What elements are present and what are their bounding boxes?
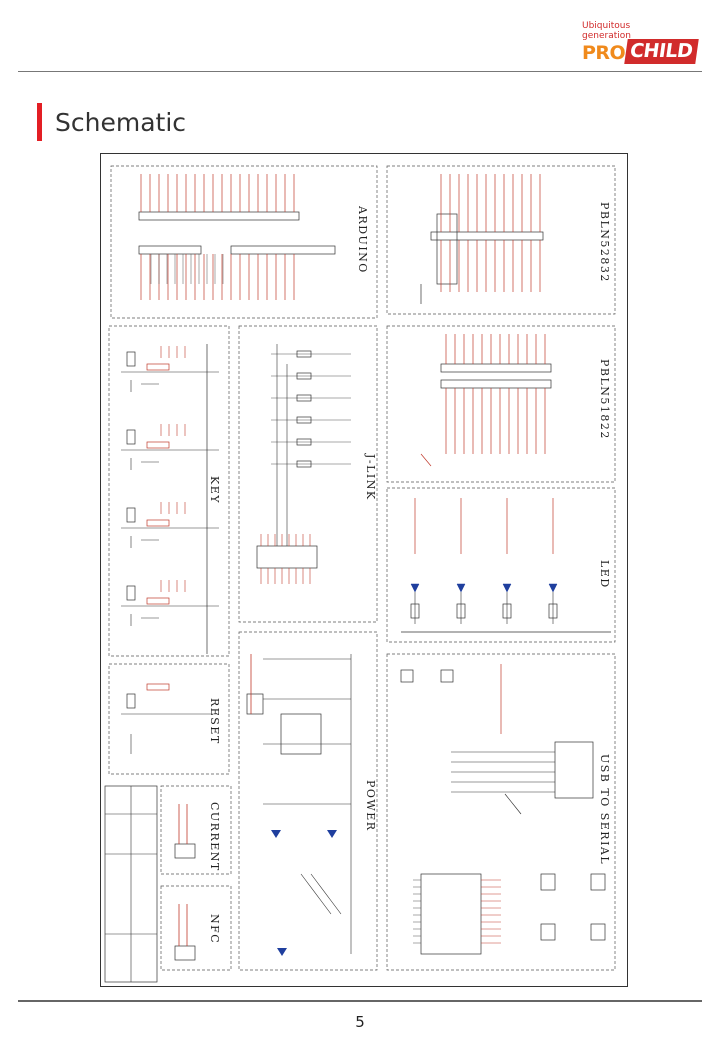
schematic-mark-147: [126, 585, 136, 601]
schematic-mark-156: [256, 545, 318, 569]
schematic-mark-7: [238, 631, 378, 971]
schematic-mark-250: [540, 873, 556, 891]
block-label-power: POWER: [364, 780, 377, 832]
schematic-mark-118: [420, 453, 432, 467]
schematic-mark-160: [296, 372, 312, 380]
schematic-mark-17: [138, 245, 202, 255]
schematic-mark-8: [386, 653, 616, 971]
block-label-current: CURRENT: [208, 802, 221, 872]
schematic-mark-139: [146, 519, 170, 527]
block-label-arduino: ARDUINO: [356, 206, 369, 274]
schematic-mark-93: [440, 379, 552, 389]
schematic-mark-259: [174, 945, 196, 961]
schematic-mark-219: [310, 873, 342, 915]
header-divider: [18, 71, 702, 72]
schematic-drawing: [104, 165, 616, 983]
schematic-mark-227: [420, 873, 482, 955]
schematic-mark-66: [430, 231, 544, 241]
schematic-mark-2: [386, 325, 616, 483]
schematic-mark-129: [126, 429, 136, 445]
schematic-mark-196: [502, 583, 512, 593]
schematic-mark-4: [238, 325, 378, 623]
schematic-mark-188: [410, 583, 420, 593]
schematic-mark-164: [296, 416, 312, 424]
schematic-mark-216: [327, 830, 337, 838]
block-label-led: LED: [598, 560, 611, 589]
block-label-reset: RESET: [208, 698, 221, 745]
schematic-mark-65: [436, 213, 458, 285]
schematic-mark-1: [386, 165, 616, 315]
block-label-usb-to-serial: USB TO SERIAL: [598, 754, 611, 866]
schematic-mark-121: [146, 363, 170, 371]
block-label-key: KEY: [208, 476, 221, 505]
block-label-pbln52832: PBLN52832: [598, 202, 611, 283]
schematic-mark-202: [548, 603, 558, 619]
logo-line2: generation: [582, 31, 631, 41]
schematic-mark-218: [300, 873, 332, 915]
schematic-mark-251: [540, 923, 556, 941]
schematic-mark-130: [146, 441, 170, 449]
block-label-pbln51822: PBLN51822: [598, 359, 611, 440]
schematic-mark-255: [504, 793, 522, 815]
schematic-mark-0: [110, 165, 378, 319]
schematic-mark-205: [146, 683, 170, 691]
logo-child: CHILD: [624, 39, 700, 64]
schematic-mark-16: [138, 211, 300, 221]
page-number: 5: [355, 1013, 365, 1031]
schematic-mark-92: [440, 363, 552, 373]
schematic-mark-158: [296, 350, 312, 358]
block-label-jlink: J-LINK: [364, 454, 377, 501]
title-accent-bar: [37, 103, 42, 141]
footer-divider: [18, 1000, 702, 1002]
schematic-mark-204: [126, 693, 136, 709]
logo-line1: Ubiquitous: [582, 21, 631, 31]
brand-logo: Ubiquitous generation PRO CHILD: [578, 22, 704, 66]
schematic-mark-194: [456, 603, 466, 619]
schematic-mark-215: [271, 830, 281, 838]
schematic-mark-166: [296, 438, 312, 446]
schematic-mark-10: [160, 885, 232, 971]
schematic-mark-9: [160, 785, 232, 875]
block-label-nfc: NFC: [208, 914, 221, 945]
schematic-mark-5: [386, 487, 616, 643]
schematic-mark-221: [554, 741, 594, 799]
schematic-mark-138: [126, 507, 136, 523]
schematic-mark-256: [174, 843, 196, 859]
schematic-mark-192: [456, 583, 466, 593]
schematic-mark-162: [296, 394, 312, 402]
schematic-mark-120: [126, 351, 136, 367]
schematic-mark-249: [440, 669, 454, 683]
schematic-mark-208: [280, 713, 322, 755]
schematic-mark-253: [590, 923, 606, 941]
schematic-mark-217: [277, 948, 287, 956]
schematic-mark-190: [410, 603, 420, 619]
logo-pro: PRO: [582, 42, 626, 64]
schematic-mark-198: [502, 603, 512, 619]
schematic-mark-252: [590, 873, 606, 891]
schematic-mark-3: [108, 325, 230, 657]
schematic-figure: ARDUINO PBLN52832 PBLN51822 J-LINK KEY L…: [100, 153, 628, 987]
schematic-mark-209: [246, 693, 264, 715]
schematic-mark-6: [108, 663, 230, 775]
schematic-mark-148: [146, 597, 170, 605]
schematic-mark-168: [296, 460, 312, 468]
schematic-mark-18: [230, 245, 336, 255]
schematic-mark-248: [400, 669, 414, 683]
schematic-mark-200: [548, 583, 558, 593]
page-title: Schematic: [55, 108, 187, 137]
